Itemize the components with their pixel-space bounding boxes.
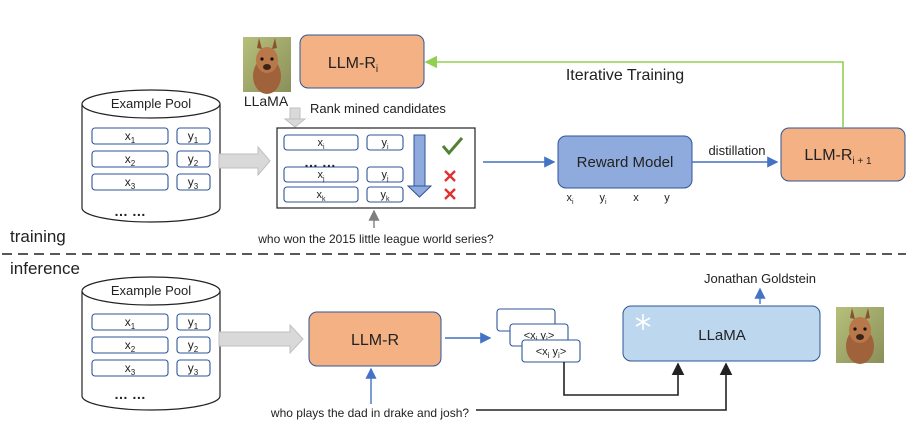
llm-r-i-plus-1-box (780, 127, 906, 182)
example-pool-ellipsis-inference: … … (114, 386, 146, 402)
train-pool-x-label: x2 (125, 152, 136, 168)
reward-input-label: xi (566, 192, 574, 206)
train-pool-y-cell (176, 127, 211, 145)
example-pool-rows-inference: x1 y1 x2 y2 x3 y3 (91, 313, 211, 377)
reward-input-label: y (664, 192, 670, 204)
candidate-x-cell (283, 186, 359, 203)
pool-to-llm-r-arrow (218, 323, 304, 355)
candidate-x-label: xj (317, 169, 325, 183)
retrieved-to-llama-arrow (563, 362, 685, 396)
infer-pool-y-cell (176, 313, 211, 331)
train-pool-y-cell (176, 173, 211, 191)
inference-section-label: inference (10, 259, 80, 278)
retrieved-demonstrations: <xj yj><xi yi> (496, 308, 581, 363)
pool-to-candidates-arrow (218, 145, 271, 177)
example-pool-ellipsis-training: … … (114, 203, 146, 219)
infer-pool-x-cell (91, 336, 169, 354)
llama-frozen-box (622, 305, 821, 362)
iterative-training-label: Iterative Training (566, 67, 684, 84)
reward-input-label: x (633, 192, 639, 204)
candidate-rows: xi yi xj yj xk yk (283, 134, 404, 203)
candidate-x-cell (283, 166, 359, 183)
ranking-arrow (406, 134, 433, 198)
reward-model-label: Reward Model (577, 154, 674, 171)
snowflake-icon (635, 314, 651, 330)
candidate-y-cell (366, 186, 404, 203)
llama-alpaca-image-top (243, 37, 291, 94)
infer-pool-x-label: x1 (125, 315, 136, 331)
retrieved-demo-card (521, 339, 581, 363)
train-pool-y-label: y3 (188, 175, 199, 191)
training-section-label: training (10, 227, 66, 246)
retrieved-demo-text: <xi yi> (536, 346, 567, 360)
infer-pool-y-cell (176, 336, 211, 354)
infer-pool-y-label: y2 (188, 338, 199, 354)
cross-icon (444, 170, 456, 182)
iterative-training-arrow (424, 55, 844, 127)
llama-alpaca-image-bottom (836, 307, 884, 364)
candidate-x-cell (283, 134, 359, 151)
candidate-y-label: yi (381, 137, 389, 151)
example-pool-title-inference: Example Pool (111, 283, 191, 298)
infer-pool-x-label: x3 (125, 361, 136, 377)
train-pool-x-cell (91, 150, 169, 168)
check-icon (441, 137, 464, 156)
output-answer: Jonathan Goldstein (704, 271, 816, 286)
rank-mined-candidates-label: Rank mined candidates (310, 101, 446, 116)
infer-pool-x-cell (91, 359, 169, 377)
reward-input-label: yi (599, 192, 607, 206)
llama-box-label: LLaMA (698, 327, 746, 344)
llm-r-box (308, 311, 442, 367)
candidates-ellipsis: … … (304, 154, 336, 170)
train-pool-y-label: y1 (188, 129, 199, 145)
infer-pool-x-label: x2 (125, 338, 136, 354)
llm-r-i-subscript: i (376, 64, 378, 75)
infer-query: who plays the dad in drake and josh? (270, 406, 469, 420)
example-pool-title-training: Example Pool (111, 96, 191, 111)
infer-pool-y-cell (176, 359, 211, 377)
candidate-y-cell (366, 134, 404, 151)
llm-r-i-plus-1-subscript: i + 1 (852, 156, 872, 167)
query-to-llama-arrow (476, 362, 733, 411)
train-pool-x-cell (91, 173, 169, 191)
llama-label: LLaMA (244, 93, 289, 109)
candidate-x-label: xk (317, 189, 327, 203)
candidate-y-label: yk (381, 189, 391, 203)
svg-text:LLM-Ri: LLM-Ri (328, 55, 378, 75)
train-pool-x-cell (91, 127, 169, 145)
candidate-y-cell (366, 166, 404, 183)
llm-r-i-label: LLM-R (328, 55, 376, 72)
infer-pool-y-label: y3 (188, 361, 199, 377)
train-pool-x-label: x1 (125, 129, 136, 145)
svg-text:LLM-Ri + 1: LLM-Ri + 1 (804, 147, 872, 167)
llm-r-i-plus-1-label: LLM-R (804, 147, 852, 164)
llm-r-i-box (299, 34, 425, 89)
infer-pool-x-cell (91, 313, 169, 331)
train-pool-x-label: x3 (125, 175, 136, 191)
candidate-y-label: yj (381, 169, 389, 183)
reward-model-input-labels: xi yi x y (566, 192, 670, 206)
example-pool-rows-training: x1 y1 x2 y2 x3 y3 (91, 127, 211, 191)
train-pool-y-label: y2 (188, 152, 199, 168)
train-query: who won the 2015 little league world ser… (257, 232, 494, 246)
cross-icon (444, 188, 456, 200)
infer-pool-y-label: y1 (188, 315, 199, 331)
rank-down-arrow (283, 107, 307, 128)
candidate-x-label: xi (317, 137, 325, 151)
distillation-label: distillation (708, 143, 765, 158)
llm-r-label: LLM-R (351, 332, 399, 349)
train-pool-y-cell (176, 150, 211, 168)
